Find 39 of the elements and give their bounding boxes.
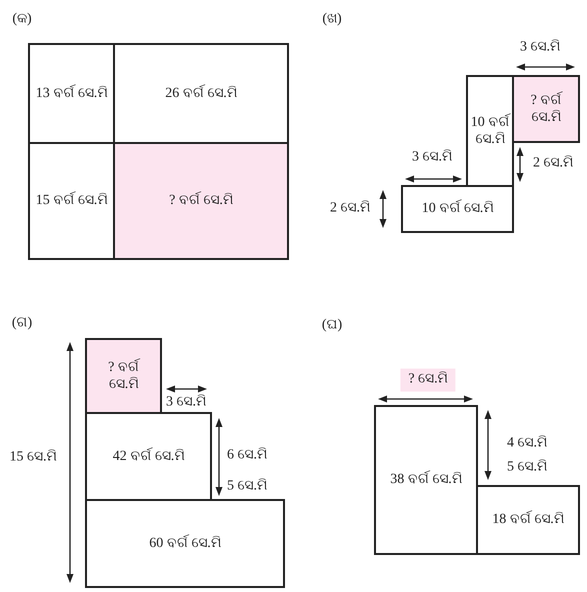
area-label: 26 ବର୍ଗ ସେ.ମି (165, 84, 237, 102)
dimension-label: 2 ସେ.ମି (330, 200, 370, 218)
area-rectangle (401, 185, 514, 233)
area-label: 38 ବର୍ଗ ସେ.ମି (390, 471, 462, 489)
panel-label: (କ) (12, 12, 32, 28)
area-rectangle (85, 338, 162, 414)
dimension-label: 6 ସେ.ମି (227, 448, 267, 464)
area-rectangle (28, 43, 115, 144)
area-label: 10 ବର୍ଗ ସେ.ମି (422, 200, 494, 218)
dimension-label: 3 ସେ.ମି (166, 394, 206, 412)
area-rectangle (113, 43, 289, 144)
area-rectangle (466, 75, 514, 187)
area-label: ? ବର୍ଗ ସେ.ମି (530, 92, 564, 126)
dimension-label: 3 ସେ.ମି (412, 150, 452, 166)
panel-label: (ଗ) (12, 316, 32, 332)
area-label: 10 ବର୍ଗ ସେ.ମି (470, 114, 512, 148)
area-label: 18 ବର୍ଗ ସେ.ମି (492, 511, 564, 529)
area-rectangle (374, 405, 478, 555)
panel-label: (ଘ) (322, 318, 342, 334)
area-rectangle (476, 485, 580, 555)
dimension-label: ? ସେ.ମି (400, 368, 456, 392)
area-label: 13 ବର୍ଗ ସେ.ମି (36, 84, 108, 102)
area-rectangle (512, 75, 580, 143)
panel-label: (ଖ) (322, 12, 342, 28)
area-rectangle (113, 142, 289, 260)
dimension-label: 2 ସେ.ମି (533, 156, 573, 172)
area-label: ? ବର୍ଗ ସେ.ମି (107, 358, 142, 394)
area-label: 15 ବର୍ଗ ସେ.ମି (36, 192, 108, 210)
area-label: ? ବର୍ଗ ସେ.ମି (169, 192, 233, 210)
area-rectangle (85, 412, 212, 501)
area-label: 60 ବର୍ଗ ସେ.ମି (149, 534, 221, 552)
area-label: 42 ବର୍ଗ ସେ.ମି (112, 448, 184, 466)
dimension-label: 5 ସେ.ମି (507, 460, 547, 476)
dimension-label: 15 ସେ.ମି (10, 450, 56, 466)
dimension-label: 4 ସେ.ମି (507, 436, 547, 452)
dimension-label: 3 ସେ.ମି (520, 40, 560, 56)
area-rectangle (28, 142, 115, 260)
dimension-label: 5 ସେ.ମି (227, 478, 267, 496)
area-rectangle (85, 499, 285, 588)
